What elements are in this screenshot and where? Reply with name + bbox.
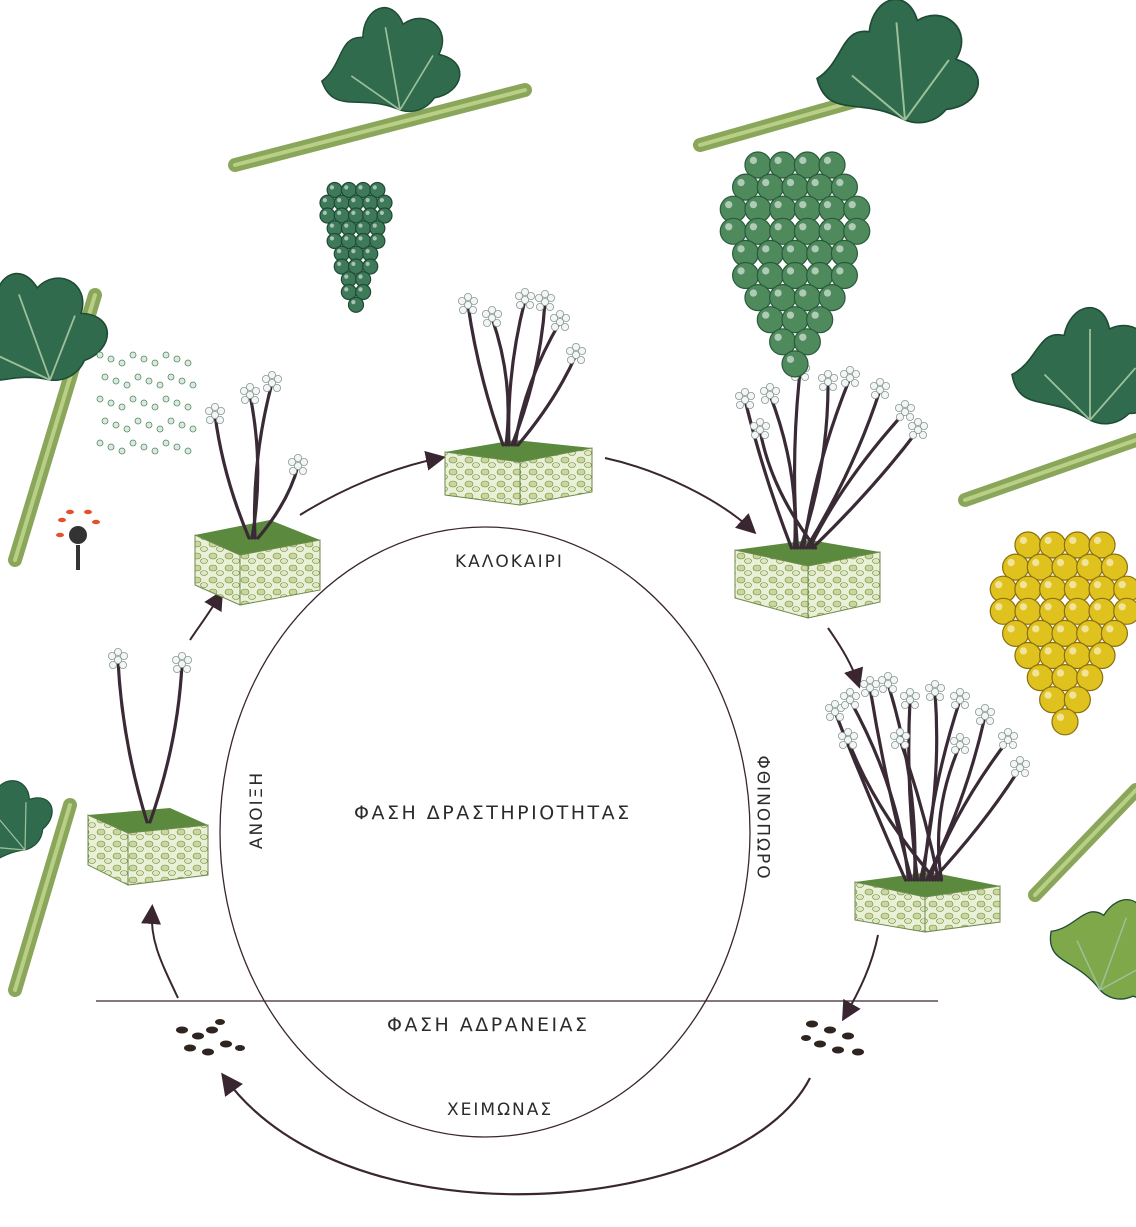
spore-head (908, 418, 927, 438)
dormancy-phase-label: ΦΑΣΗ ΑΔΡΑΝΕΙΑΣ (387, 1014, 590, 1036)
flower-cluster (97, 352, 196, 454)
soil-block-spring-high (195, 520, 320, 605)
season-label-autumn: ΦΘΙΝΟΠΩΡΟ (753, 755, 773, 880)
spore-head (895, 400, 914, 420)
vine-leaf (0, 250, 118, 410)
activity-phase-circle (220, 527, 750, 1137)
hypha (807, 390, 881, 548)
hypha (745, 400, 792, 548)
vine-leaf (1037, 878, 1136, 1013)
spore-head (890, 728, 909, 748)
spore-head (950, 688, 969, 708)
soil-block-late-summer (735, 540, 880, 618)
hypha (254, 383, 272, 538)
winter-arrow (225, 1078, 810, 1194)
spores-right (801, 1021, 864, 1056)
spore-head (950, 733, 969, 753)
season-label-spring: ΑΝΟΙΞΗ (247, 771, 267, 849)
spore-head (1010, 756, 1029, 776)
spore-head (482, 306, 501, 326)
arrow-autumn-to-winter (845, 935, 878, 1016)
grape-cluster (320, 183, 392, 313)
hypha (512, 302, 545, 445)
hypha (509, 300, 525, 445)
arrow-summer-to-late (605, 458, 752, 530)
spore-head (566, 343, 585, 363)
spore-head (550, 310, 569, 330)
season-label-winter: ΧΕΙΜΩΝΑΣ (447, 1100, 553, 1120)
hypha (150, 664, 182, 822)
arrow-late-to-autumn (828, 628, 858, 683)
hypha (215, 415, 249, 538)
hypha (118, 660, 147, 822)
soil-block-spring-low (88, 808, 208, 885)
spore-head (840, 688, 859, 708)
spore-head (998, 728, 1017, 748)
grape-flower-detail (56, 510, 100, 570)
vine-leaf (1012, 308, 1136, 424)
spore-head (760, 383, 779, 403)
spore-head (878, 672, 897, 692)
hypha (813, 430, 919, 548)
grape-cluster (720, 152, 870, 377)
hypha (492, 318, 508, 445)
arrow-spring-2 (190, 595, 220, 640)
soil-block-summer (445, 440, 592, 505)
activity-phase-label: ΦΑΣΗ ΔΡΑΣΤΗΡΙΟΤΗΤΑΣ (354, 802, 632, 824)
grape-cluster (990, 532, 1136, 735)
spores-left (176, 1019, 245, 1056)
arrow-spring-up (152, 910, 178, 998)
spore-head (840, 366, 859, 386)
hypha (870, 688, 912, 880)
hypha (921, 692, 937, 880)
hypha (810, 412, 906, 548)
hypha (515, 322, 560, 445)
arrow-to-summer (300, 458, 440, 515)
season-label-summer: ΚΑΛΟΚΑΙΡΙ (455, 552, 564, 572)
spore-head (870, 378, 889, 398)
